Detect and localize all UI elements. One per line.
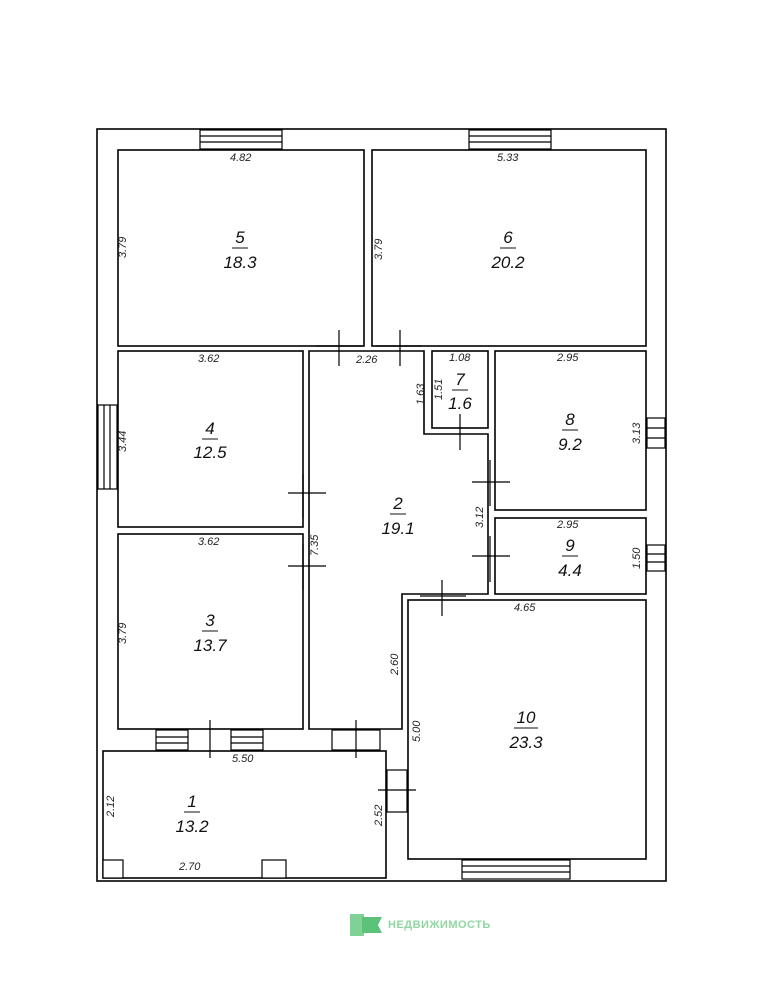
- dim-r6-width: 5.33: [497, 152, 519, 164]
- window-icon: [199, 129, 283, 150]
- room-9: [494, 517, 647, 595]
- room-6-area: 20.2: [490, 253, 525, 272]
- room-5-area: 18.3: [223, 253, 257, 272]
- dim-r7-width: 1.08: [449, 352, 471, 364]
- logo-flag-icon: [350, 914, 382, 936]
- room-5-number: 5: [235, 228, 245, 247]
- room-3-area: 13.7: [193, 636, 227, 655]
- dim-r5-width: 4.82: [230, 152, 251, 164]
- room-1-number: 1: [187, 792, 196, 811]
- room-1: [102, 750, 387, 879]
- window-icon: [97, 404, 118, 490]
- room-labels: 5 18.3 6 20.2 4 12.5 3 13.7 2 19.1 7 1.6…: [175, 228, 582, 836]
- window-icon: [155, 729, 189, 751]
- window-icon: [386, 769, 408, 813]
- dim-r8-width: 2.95: [556, 352, 579, 364]
- dim-r3-width: 3.62: [198, 536, 219, 548]
- dim-r9-width: 2.95: [556, 519, 579, 531]
- windows: [97, 129, 666, 880]
- dim-r1-top: 5.50: [232, 753, 254, 765]
- dim-r3-height: 3.79: [117, 623, 129, 644]
- dim-r1-bottom: 2.70: [178, 861, 201, 873]
- window-icon: [261, 859, 287, 879]
- dim-r2-lower: 2.60: [389, 653, 401, 676]
- doors: [209, 330, 510, 791]
- dim-r7-height-inner: 1.51: [433, 379, 445, 400]
- window-icon: [646, 417, 666, 449]
- window-icon: [461, 859, 571, 880]
- room-1-area: 13.2: [175, 817, 209, 836]
- dim-r4-height: 3.44: [117, 431, 129, 452]
- room-7-area: 1.6: [448, 394, 472, 413]
- dim-r4-width: 3.62: [198, 353, 219, 365]
- window-icon: [230, 729, 264, 751]
- dim-r10-width: 4.65: [514, 602, 536, 614]
- dim-r2-top: 2.26: [355, 354, 378, 366]
- dim-r10-height: 5.00: [411, 720, 423, 742]
- dim-r2-right: 3.12: [474, 507, 486, 528]
- dim-r5-height: 3.79: [117, 237, 129, 258]
- window-icon: [468, 129, 552, 150]
- room-9-number: 9: [565, 536, 575, 555]
- room-9-area: 4.4: [558, 561, 582, 580]
- dim-r7-height-outer: 1.63: [415, 383, 427, 405]
- dim-r2-height: 7.35: [309, 534, 321, 556]
- dim-r1-right: 2.52: [373, 805, 385, 827]
- dim-r9-height: 1.50: [631, 547, 643, 569]
- dim-r8-height: 3.13: [631, 422, 643, 444]
- room-10-number: 10: [517, 708, 536, 727]
- room-10-area: 23.3: [508, 733, 543, 752]
- room-8-number: 8: [565, 410, 575, 429]
- room-3-number: 3: [205, 611, 215, 630]
- room-8-area: 9.2: [558, 435, 582, 454]
- window-icon: [646, 544, 666, 572]
- dim-r6-height: 3.79: [373, 239, 385, 260]
- window-icon: [102, 859, 124, 879]
- logo: НЕДВИЖИМОСТЬ: [350, 914, 491, 936]
- room-4-area: 12.5: [193, 443, 227, 462]
- dim-r1-height: 2.12: [105, 796, 117, 818]
- room-6-number: 6: [503, 228, 513, 247]
- room-7-number: 7: [455, 370, 465, 389]
- dimension-labels: 4.82 3.79 5.33 3.79 3.62 3.44 3.62 3.79 …: [105, 152, 643, 873]
- room-2-area: 19.1: [381, 519, 414, 538]
- logo-text: НЕДВИЖИМОСТЬ: [388, 919, 491, 931]
- room-2: [308, 350, 489, 730]
- room-10: [407, 599, 647, 860]
- room-2-number: 2: [392, 494, 403, 513]
- room-4-number: 4: [205, 419, 214, 438]
